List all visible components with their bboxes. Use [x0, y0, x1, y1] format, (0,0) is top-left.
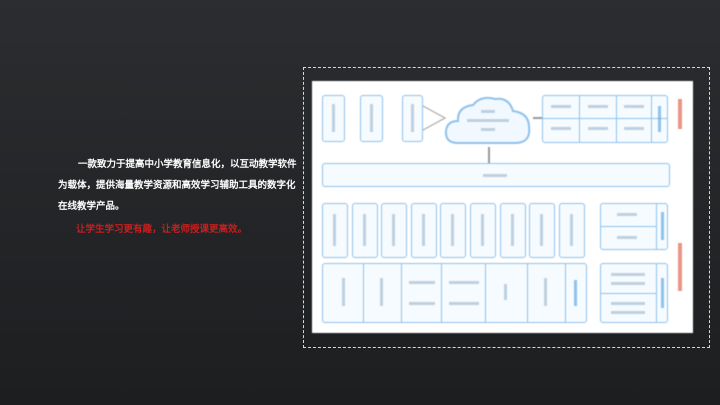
diagram-box — [440, 203, 467, 258]
diagram-box — [381, 203, 408, 258]
diagram-box — [402, 95, 423, 142]
diagram-box — [499, 203, 526, 258]
product-slogan: 让学生学习更有趣，让老师授课更高效。 — [76, 224, 248, 235]
connector-lines — [423, 105, 447, 131]
diagram-box — [410, 203, 437, 258]
diagram-box — [322, 163, 670, 187]
diagram-box — [322, 95, 345, 142]
diagram-box — [600, 203, 668, 250]
diagram-box — [351, 203, 378, 258]
diagram-box — [600, 263, 668, 323]
diagram-box — [558, 203, 585, 258]
product-description: 一款致力于提高中小学教育信息化，以互动教学软件为载体，提供海量教学资源和高效学习… — [58, 159, 297, 212]
diagram-box — [322, 263, 587, 323]
diagram-frame — [303, 67, 710, 348]
architecture-diagram-image — [312, 81, 693, 333]
diagram-box — [360, 95, 383, 142]
diagram-box — [529, 203, 556, 258]
cloud-icon — [444, 96, 531, 144]
diagram-box — [322, 203, 348, 258]
diagram-box — [470, 203, 496, 258]
diagram-box — [542, 95, 668, 143]
